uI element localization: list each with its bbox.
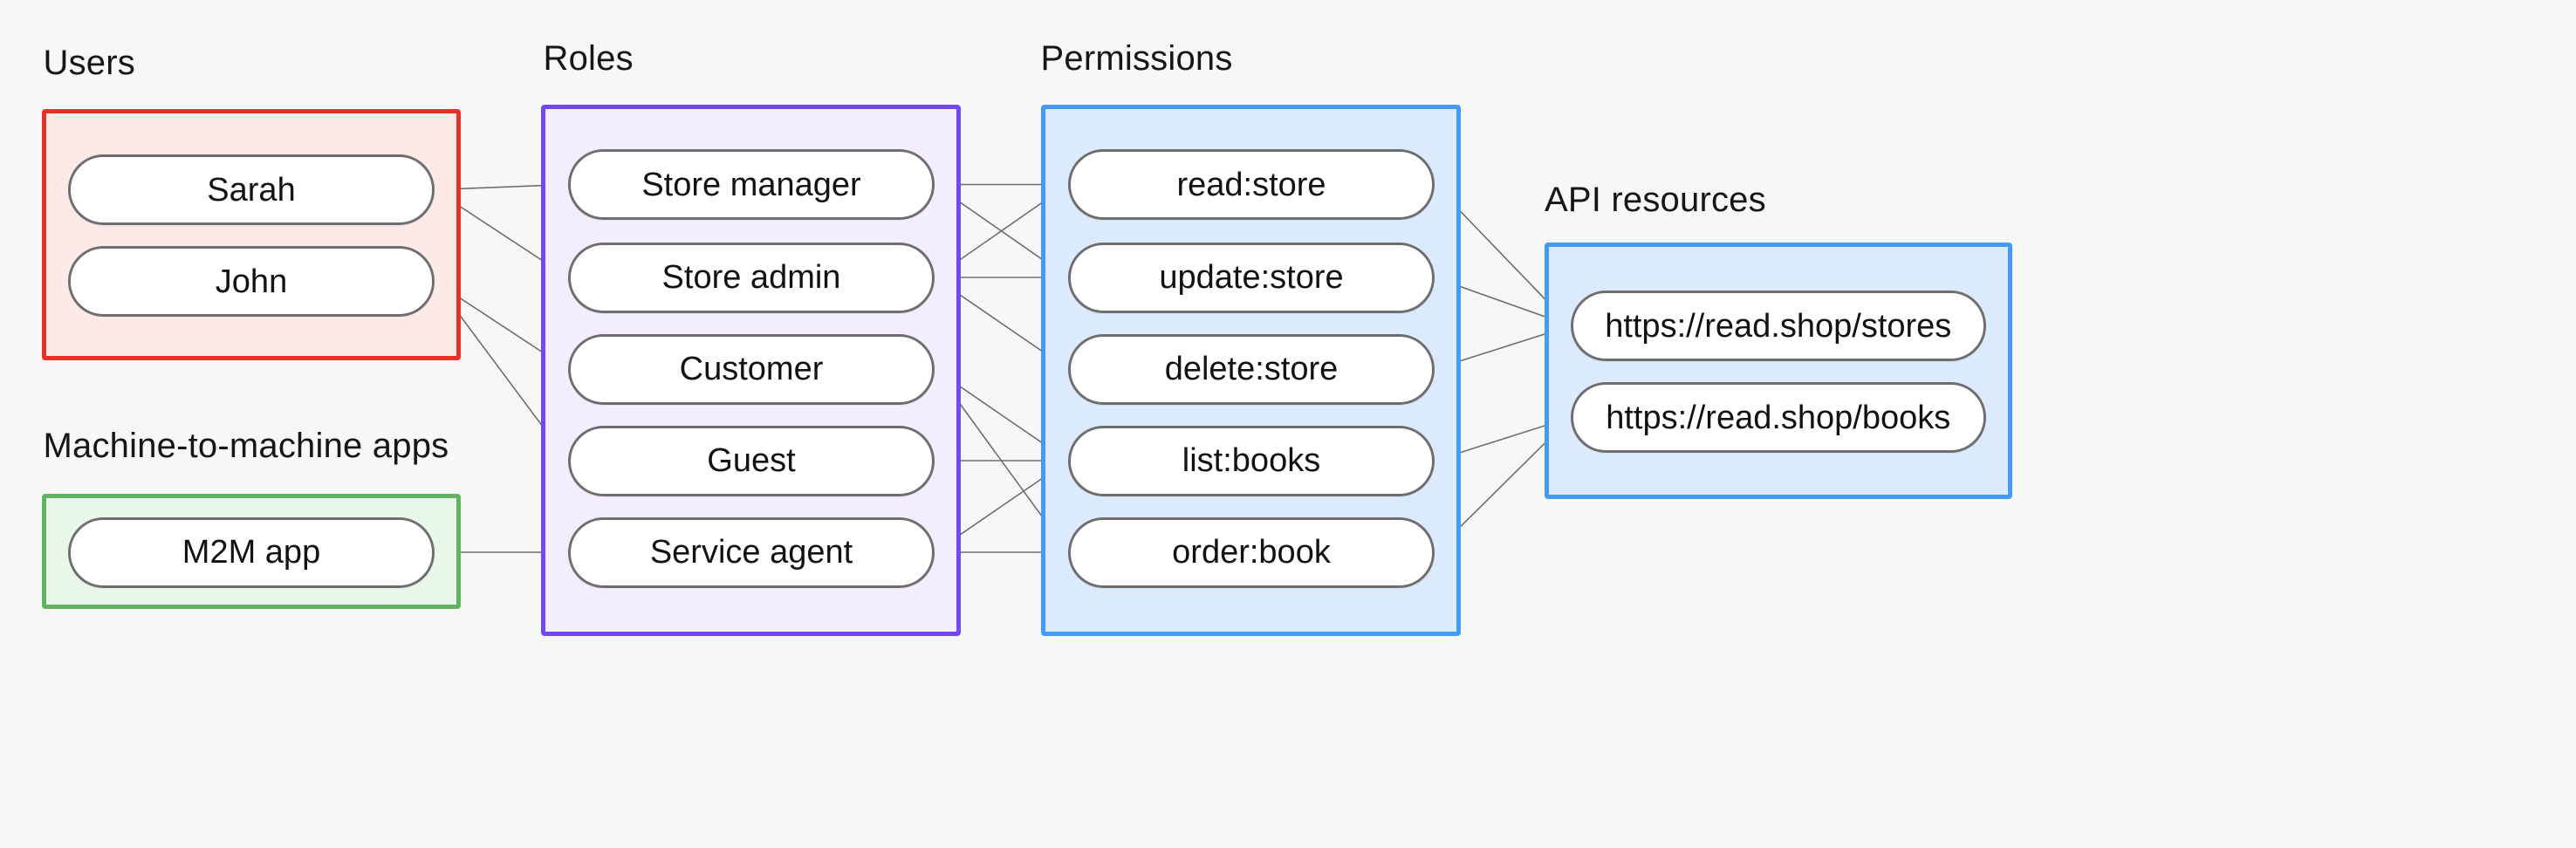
node-label-delete-store: delete:store bbox=[1164, 351, 1339, 387]
node-read-shop-books[interactable]: https://read.shop/books bbox=[1571, 382, 1986, 453]
node-label-customer: Customer bbox=[679, 351, 824, 387]
node-label-read-shop-books: https://read.shop/books bbox=[1606, 399, 1951, 436]
node-label-order-book: order:book bbox=[1172, 534, 1331, 571]
node-m2m-app[interactable]: M2M app bbox=[68, 516, 435, 588]
group-title-permissions: Permissions bbox=[1040, 39, 1233, 78]
node-read-store[interactable]: read:store bbox=[1068, 149, 1435, 220]
node-john[interactable]: John bbox=[68, 246, 435, 317]
node-label-list-books: list:books bbox=[1182, 442, 1321, 479]
node-delete-store[interactable]: delete:store bbox=[1068, 333, 1435, 405]
group-title-users: Users bbox=[43, 43, 135, 82]
node-label-store-admin: Store admin bbox=[661, 259, 841, 296]
node-customer[interactable]: Customer bbox=[568, 333, 935, 405]
group-title-roles: Roles bbox=[543, 39, 634, 78]
group-box-api-resources bbox=[1545, 242, 2012, 499]
node-label-read-shop-stores: https://read.shop/stores bbox=[1605, 307, 1952, 345]
node-service-agent[interactable]: Service agent bbox=[568, 516, 935, 588]
node-label-guest: Guest bbox=[707, 442, 796, 479]
node-store-admin[interactable]: Store admin bbox=[568, 242, 935, 313]
node-store-manager[interactable]: Store manager bbox=[568, 149, 935, 220]
node-guest[interactable]: Guest bbox=[568, 425, 935, 496]
node-label-service-agent: Service agent bbox=[649, 534, 853, 571]
node-sarah[interactable]: Sarah bbox=[68, 154, 435, 225]
node-label-m2m-app: M2M app bbox=[182, 534, 321, 571]
node-update-store[interactable]: update:store bbox=[1068, 242, 1435, 313]
group-box-users bbox=[42, 108, 461, 360]
node-order-book[interactable]: order:book bbox=[1068, 516, 1435, 588]
node-label-john: John bbox=[215, 263, 288, 300]
node-read-shop-stores[interactable]: https://read.shop/stores bbox=[1571, 291, 1986, 361]
group-title-m2m: Machine-to-machine apps bbox=[43, 427, 449, 465]
group-title-api-resources: API resources bbox=[1545, 181, 1766, 219]
node-label-sarah: Sarah bbox=[207, 171, 296, 209]
node-label-read-store: read:store bbox=[1176, 166, 1326, 203]
node-list-books[interactable]: list:books bbox=[1068, 425, 1435, 496]
node-label-update-store: update:store bbox=[1159, 259, 1344, 296]
node-label-store-manager: Store manager bbox=[641, 166, 861, 203]
